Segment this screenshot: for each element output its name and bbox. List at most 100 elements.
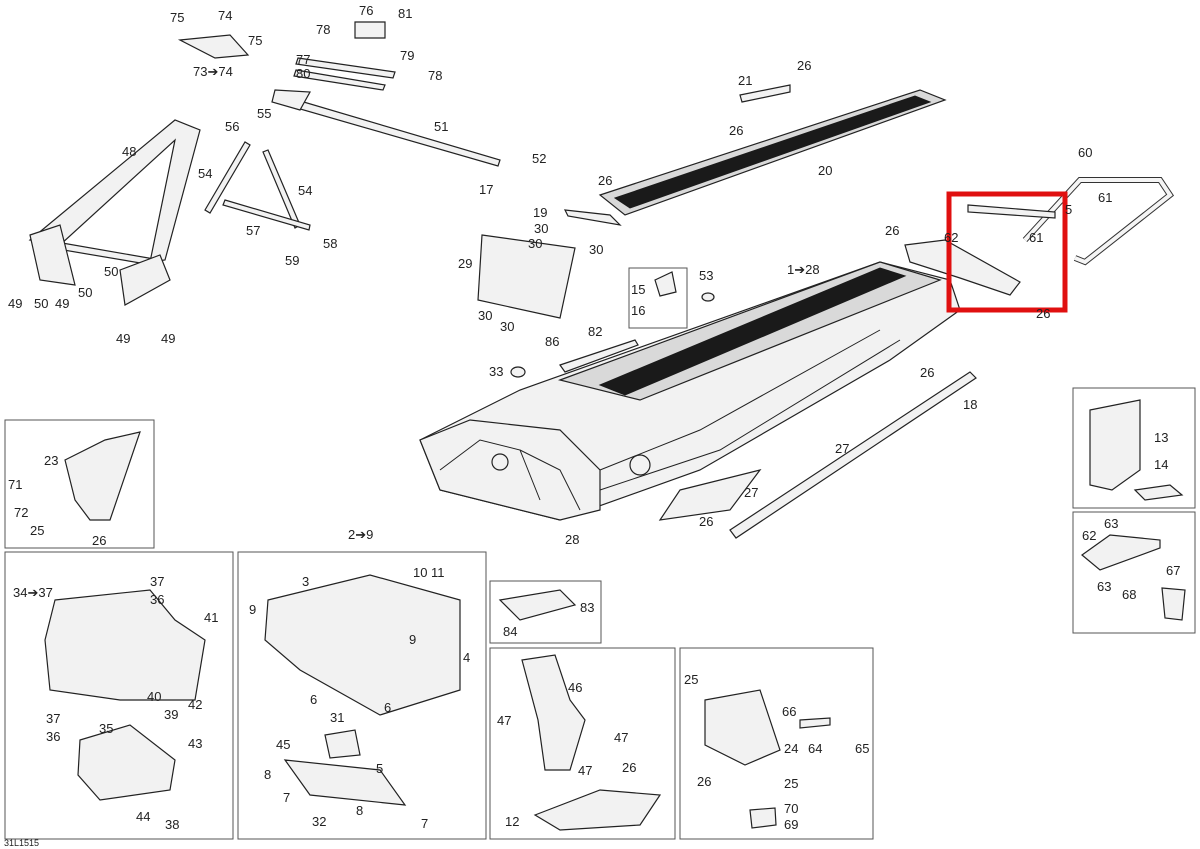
- callout-label: 26: [697, 774, 711, 789]
- callout-label: 23: [44, 453, 58, 468]
- callout-label: 37: [46, 711, 60, 726]
- callout-label: 35: [99, 721, 113, 736]
- callout-label: 10: [413, 565, 427, 580]
- callout-label: 30: [528, 236, 542, 251]
- callout-label: 26: [598, 173, 612, 188]
- callout-label: 46: [568, 680, 582, 695]
- footrest-20: [598, 89, 947, 216]
- callout-label: 4: [463, 650, 470, 665]
- callout-label: 34➔37: [13, 585, 53, 600]
- callout-label: 66: [782, 704, 796, 719]
- strip-82: [559, 339, 639, 373]
- callout-label: 81: [398, 6, 412, 21]
- callout-label: 58: [323, 236, 337, 251]
- callout-label: 76: [359, 3, 373, 18]
- plate-5: [283, 759, 407, 806]
- callout-label: 47: [497, 713, 511, 728]
- callout-label: 49: [161, 331, 175, 346]
- callout-label: 27: [835, 441, 849, 456]
- callout-label: 2➔9: [348, 527, 373, 542]
- callout-label: 54: [198, 166, 212, 181]
- callout-label: 63: [1097, 579, 1111, 594]
- box-15-16: [628, 267, 688, 329]
- callout-label: 49: [55, 296, 69, 311]
- skid-12: [533, 789, 662, 831]
- callout-label: 30: [478, 308, 492, 323]
- callout-label: 31: [330, 710, 344, 725]
- callout-label: 21: [738, 73, 752, 88]
- callout-label: 57: [246, 223, 260, 238]
- bracket-23: [64, 431, 141, 521]
- callout-label: 43: [188, 736, 202, 751]
- callout-label: 26: [1036, 306, 1050, 321]
- callout-label: 62: [944, 230, 958, 245]
- callout-label: 60: [1078, 145, 1092, 160]
- callout-label: 30: [589, 242, 603, 257]
- callout-label: 77: [296, 52, 310, 67]
- callout-label: 62: [1082, 528, 1096, 543]
- callout-label: 50: [78, 285, 92, 300]
- callout-label: 52: [532, 151, 546, 166]
- callout-label: 37: [150, 574, 164, 589]
- panel-guard-13: [1072, 387, 1196, 509]
- callout-label: 6: [384, 700, 391, 715]
- guard-13: [1089, 399, 1141, 491]
- rail-18: [729, 371, 977, 539]
- panel-bracket-83: [489, 580, 602, 644]
- callout-label: 49: [8, 296, 22, 311]
- panel-bracket-23: [4, 419, 155, 549]
- callout-label: 61: [1029, 230, 1043, 245]
- callout-label: 72: [14, 505, 28, 520]
- callout-label: 74: [218, 8, 232, 23]
- callout-label: 56: [225, 119, 239, 134]
- callout-label: 48: [122, 144, 136, 159]
- callout-label: 68: [1122, 587, 1136, 602]
- callout-label: 30: [500, 319, 514, 334]
- callout-label: 5: [376, 761, 383, 776]
- part-64: [799, 717, 831, 729]
- top-left-parts: [28, 21, 501, 306]
- callout-label: 50: [34, 296, 48, 311]
- callout-label: 26: [92, 533, 106, 548]
- callout-label: 36: [46, 729, 60, 744]
- callout-label: 41: [204, 610, 218, 625]
- callout-label: 26: [622, 760, 636, 775]
- grommet-53: [701, 292, 715, 302]
- callout-label: 42: [188, 697, 202, 712]
- callout-label: 84: [503, 624, 517, 639]
- callout-label: 18: [963, 397, 977, 412]
- callout-label: 7: [421, 816, 428, 831]
- callout-label: 19: [533, 205, 547, 220]
- callout-label: 1➔28: [787, 262, 820, 277]
- callout-label: 26: [699, 514, 713, 529]
- panel-front-frame: [4, 551, 234, 840]
- callout-label: 8: [356, 803, 363, 818]
- callout-label: 15: [631, 282, 645, 297]
- callout-label: 49: [116, 331, 130, 346]
- callout-label: 73➔74: [193, 64, 233, 79]
- callout-label: 80: [296, 66, 310, 81]
- shield-24: [704, 689, 781, 766]
- bracket-67: [1161, 587, 1186, 621]
- callout-label: 13: [1154, 430, 1168, 445]
- callout-label: 20: [818, 163, 832, 178]
- callout-label: 55: [257, 106, 271, 121]
- mount-31: [324, 729, 361, 759]
- clip-69: [749, 807, 777, 829]
- callout-label: 7: [283, 790, 290, 805]
- callout-label: 17: [479, 182, 493, 197]
- callout-label: 36: [150, 592, 164, 607]
- callout-label: 69: [784, 817, 798, 832]
- panel-support-46: [489, 647, 676, 840]
- front-frame: [44, 589, 206, 701]
- callout-label: 12: [505, 814, 519, 829]
- callout-label: 16: [631, 303, 645, 318]
- callouts: 75 74 75 73➔74 76 81 78 77 79 80 78 21 2…: [8, 3, 1180, 832]
- callout-label: 44: [136, 809, 150, 824]
- callout-label: 59: [285, 253, 299, 268]
- callout-label: 25: [30, 523, 44, 538]
- grommet-33: [510, 366, 526, 378]
- callout-label: 26: [885, 223, 899, 238]
- callout-label: 54: [298, 183, 312, 198]
